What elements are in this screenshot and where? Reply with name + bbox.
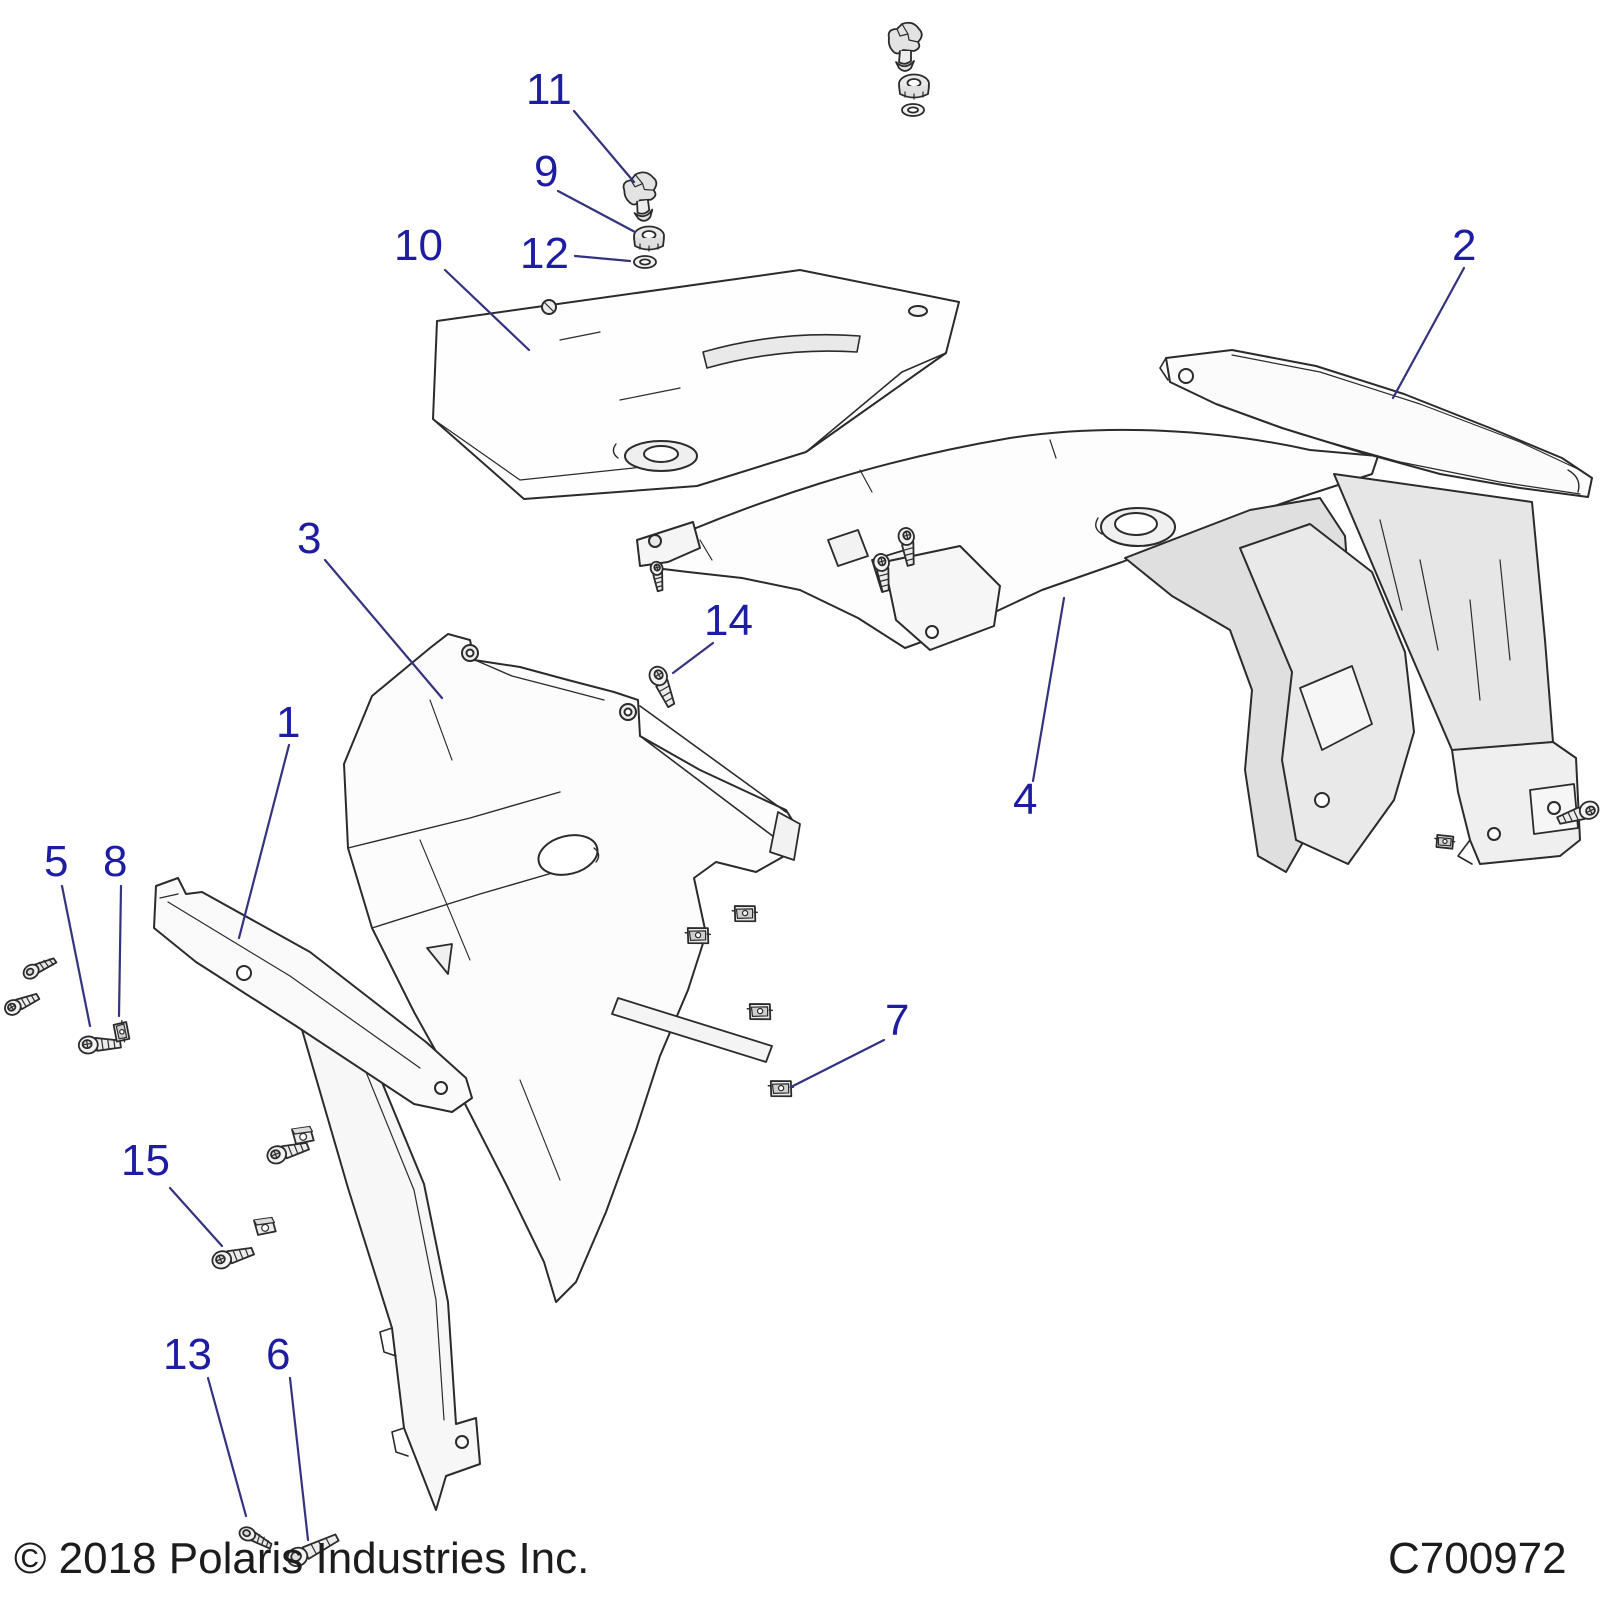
square-nut — [291, 1125, 315, 1146]
wing-knob-fastener — [887, 21, 923, 72]
leader-line-10 — [445, 270, 529, 350]
leader-line-9 — [558, 191, 635, 232]
screw — [208, 1239, 256, 1273]
leader-line-11 — [574, 111, 634, 182]
callout-15: 15 — [121, 1136, 170, 1185]
callout-13: 13 — [163, 1330, 212, 1379]
push-rivet — [19, 950, 58, 983]
leader-line-5 — [62, 886, 90, 1026]
leader-line-12 — [575, 256, 630, 261]
part-4-hood — [637, 430, 1414, 872]
callout-14: 14 — [704, 596, 753, 645]
leader-line-8 — [119, 886, 121, 1016]
screw — [76, 1031, 123, 1056]
clip-nut — [112, 1019, 131, 1044]
callout-6: 6 — [266, 1330, 291, 1379]
callout-7: 7 — [885, 996, 910, 1045]
leader-line-6 — [290, 1378, 308, 1540]
clip-nut — [730, 902, 759, 925]
callout-11: 11 — [526, 65, 572, 114]
clip-nut — [1432, 832, 1457, 852]
part-2-rear-fender-panel — [1160, 350, 1592, 864]
leader-line-14 — [673, 643, 713, 673]
screw — [1, 986, 41, 1019]
leader-line-7 — [791, 1040, 884, 1087]
callout-3: 3 — [297, 514, 322, 563]
footer-copyright: © 2018 Polaris Industries Inc. — [14, 1534, 590, 1583]
callout-2: 2 — [1452, 221, 1477, 270]
part-1-support-bracket — [154, 878, 480, 1510]
callout-10: 10 — [394, 221, 443, 270]
part-10-access-panel — [433, 270, 959, 499]
part-3-front-fender — [344, 634, 800, 1302]
grommet — [898, 73, 930, 100]
callout-9: 9 — [534, 147, 559, 196]
callout-12: 12 — [520, 229, 569, 278]
leader-line-13 — [208, 1378, 246, 1516]
callout-4: 4 — [1013, 775, 1038, 824]
callout-1: 1 — [276, 698, 301, 747]
callout-5: 5 — [44, 837, 69, 886]
leader-line-4 — [1033, 598, 1064, 781]
leader-lines — [62, 111, 1464, 1540]
clip-nut — [745, 1000, 774, 1023]
callout-8: 8 — [103, 837, 128, 886]
leader-line-3 — [325, 560, 442, 698]
leader-line-1 — [239, 745, 289, 938]
footer-diagram-code: C700972 — [1388, 1534, 1567, 1583]
grommet — [633, 225, 665, 252]
leader-line-15 — [170, 1188, 222, 1246]
leader-line-2 — [1393, 268, 1464, 398]
clip-nut — [766, 1077, 795, 1100]
washer — [901, 103, 925, 117]
wing-knob-fastener — [620, 169, 663, 224]
square-nut — [253, 1216, 277, 1237]
clip-nut — [683, 924, 712, 947]
washer — [633, 255, 657, 269]
